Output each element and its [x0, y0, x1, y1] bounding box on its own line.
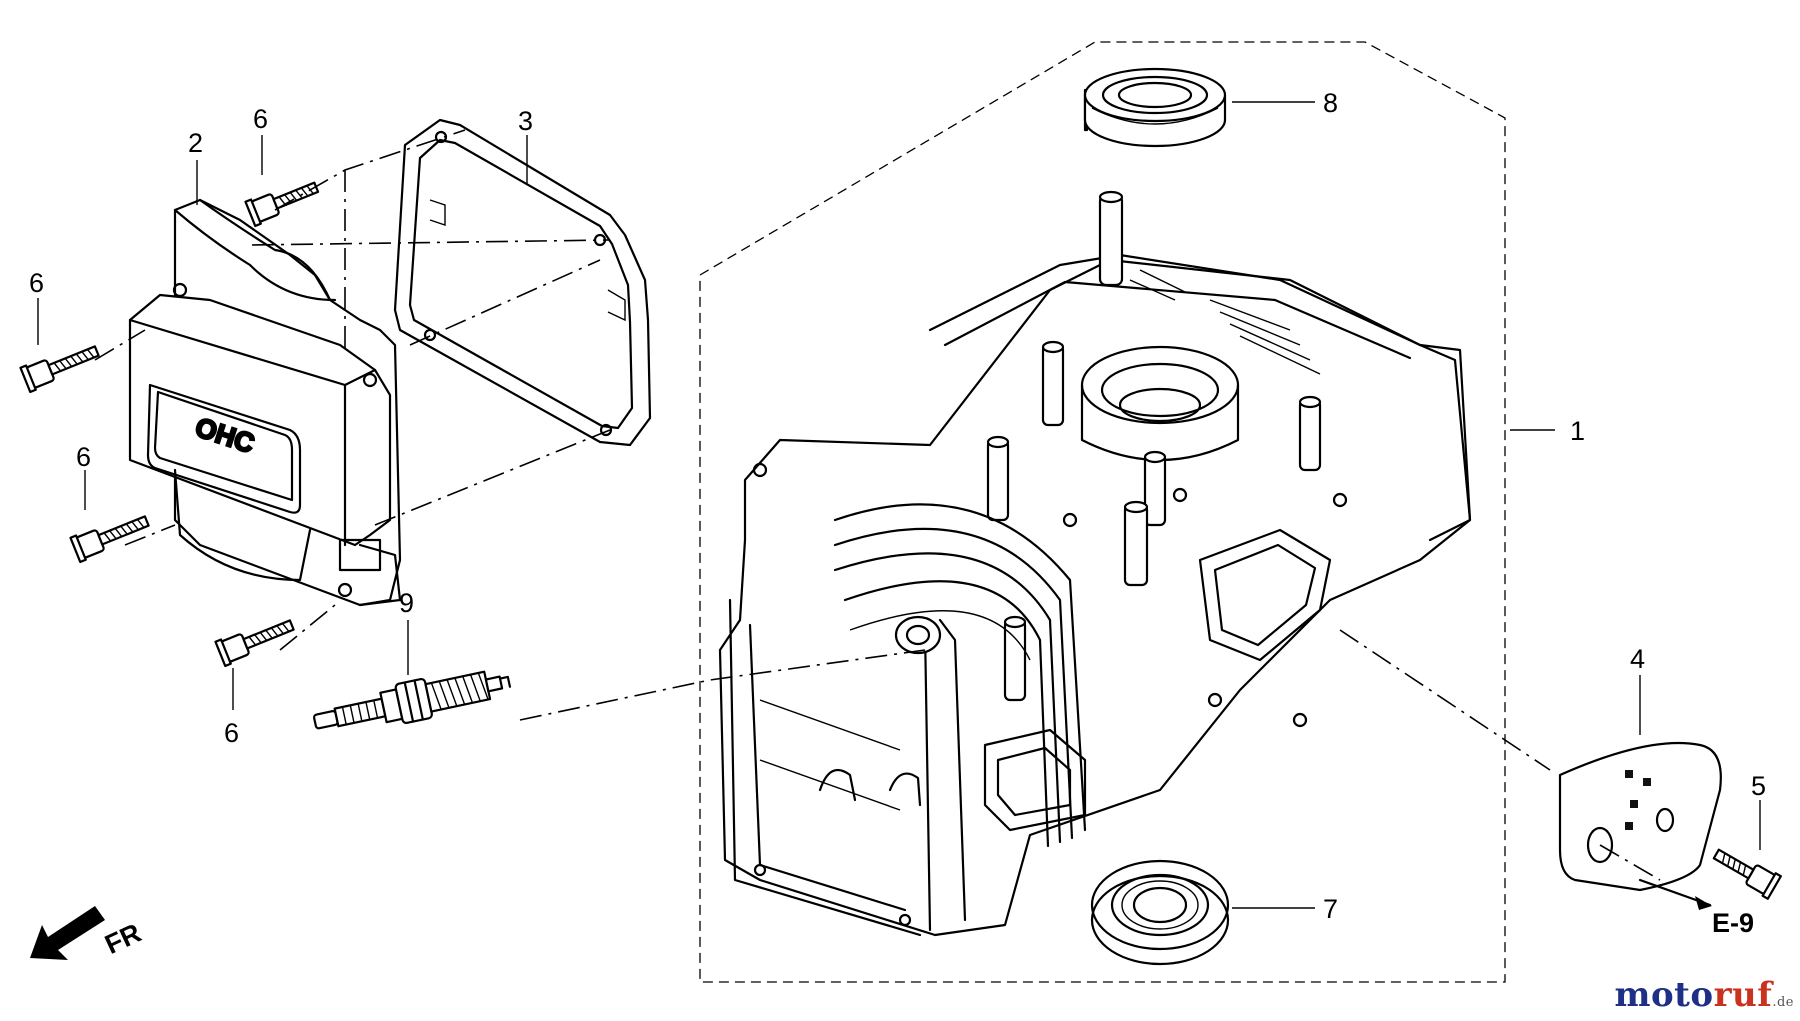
direction-label-fr: FR: [100, 918, 145, 960]
bearing-part-7: [1090, 859, 1230, 966]
callout-7: 7: [1323, 894, 1338, 924]
callout-4: 4: [1630, 644, 1645, 674]
watermark-part-1: moto: [1614, 975, 1714, 1015]
reference-e9: E-9: [1712, 908, 1754, 938]
callout-6-b: 6: [29, 268, 44, 298]
callout-6-c: 6: [76, 442, 91, 472]
callout-2: 2: [188, 128, 203, 158]
oil-seal-part-8: [1083, 67, 1227, 148]
callout-5: 5: [1751, 771, 1766, 801]
callout-3: 3: [518, 106, 533, 136]
watermark-logo: motoruf.de: [1615, 975, 1794, 1015]
callout-6-a: 6: [253, 104, 268, 134]
plate-part-4: [1558, 741, 1722, 892]
head-cover-part-2: [128, 198, 402, 607]
bolt-part-6-a: [244, 181, 320, 228]
kit-outline: [699, 41, 1506, 983]
gasket-part-3: [393, 118, 652, 447]
bolt-part-5: [1712, 848, 1782, 900]
cylinder-barrel-part-1: [718, 190, 1472, 937]
callout-1: 1: [1570, 416, 1585, 446]
watermark-part-3: .de: [1772, 995, 1794, 1010]
callout-9: 9: [399, 588, 414, 618]
callout-8: 8: [1323, 88, 1338, 118]
bolt-part-6-c: [69, 515, 150, 564]
e9-arrowhead: [1695, 896, 1712, 910]
callout-6-d: 6: [224, 718, 239, 748]
front-direction-arrow: [30, 906, 105, 960]
spark-plug-part-9: [313, 670, 512, 730]
bolt-part-6-d: [214, 619, 295, 668]
bolt-part-6-b: [19, 345, 100, 394]
watermark-part-2: ruf: [1713, 975, 1773, 1015]
